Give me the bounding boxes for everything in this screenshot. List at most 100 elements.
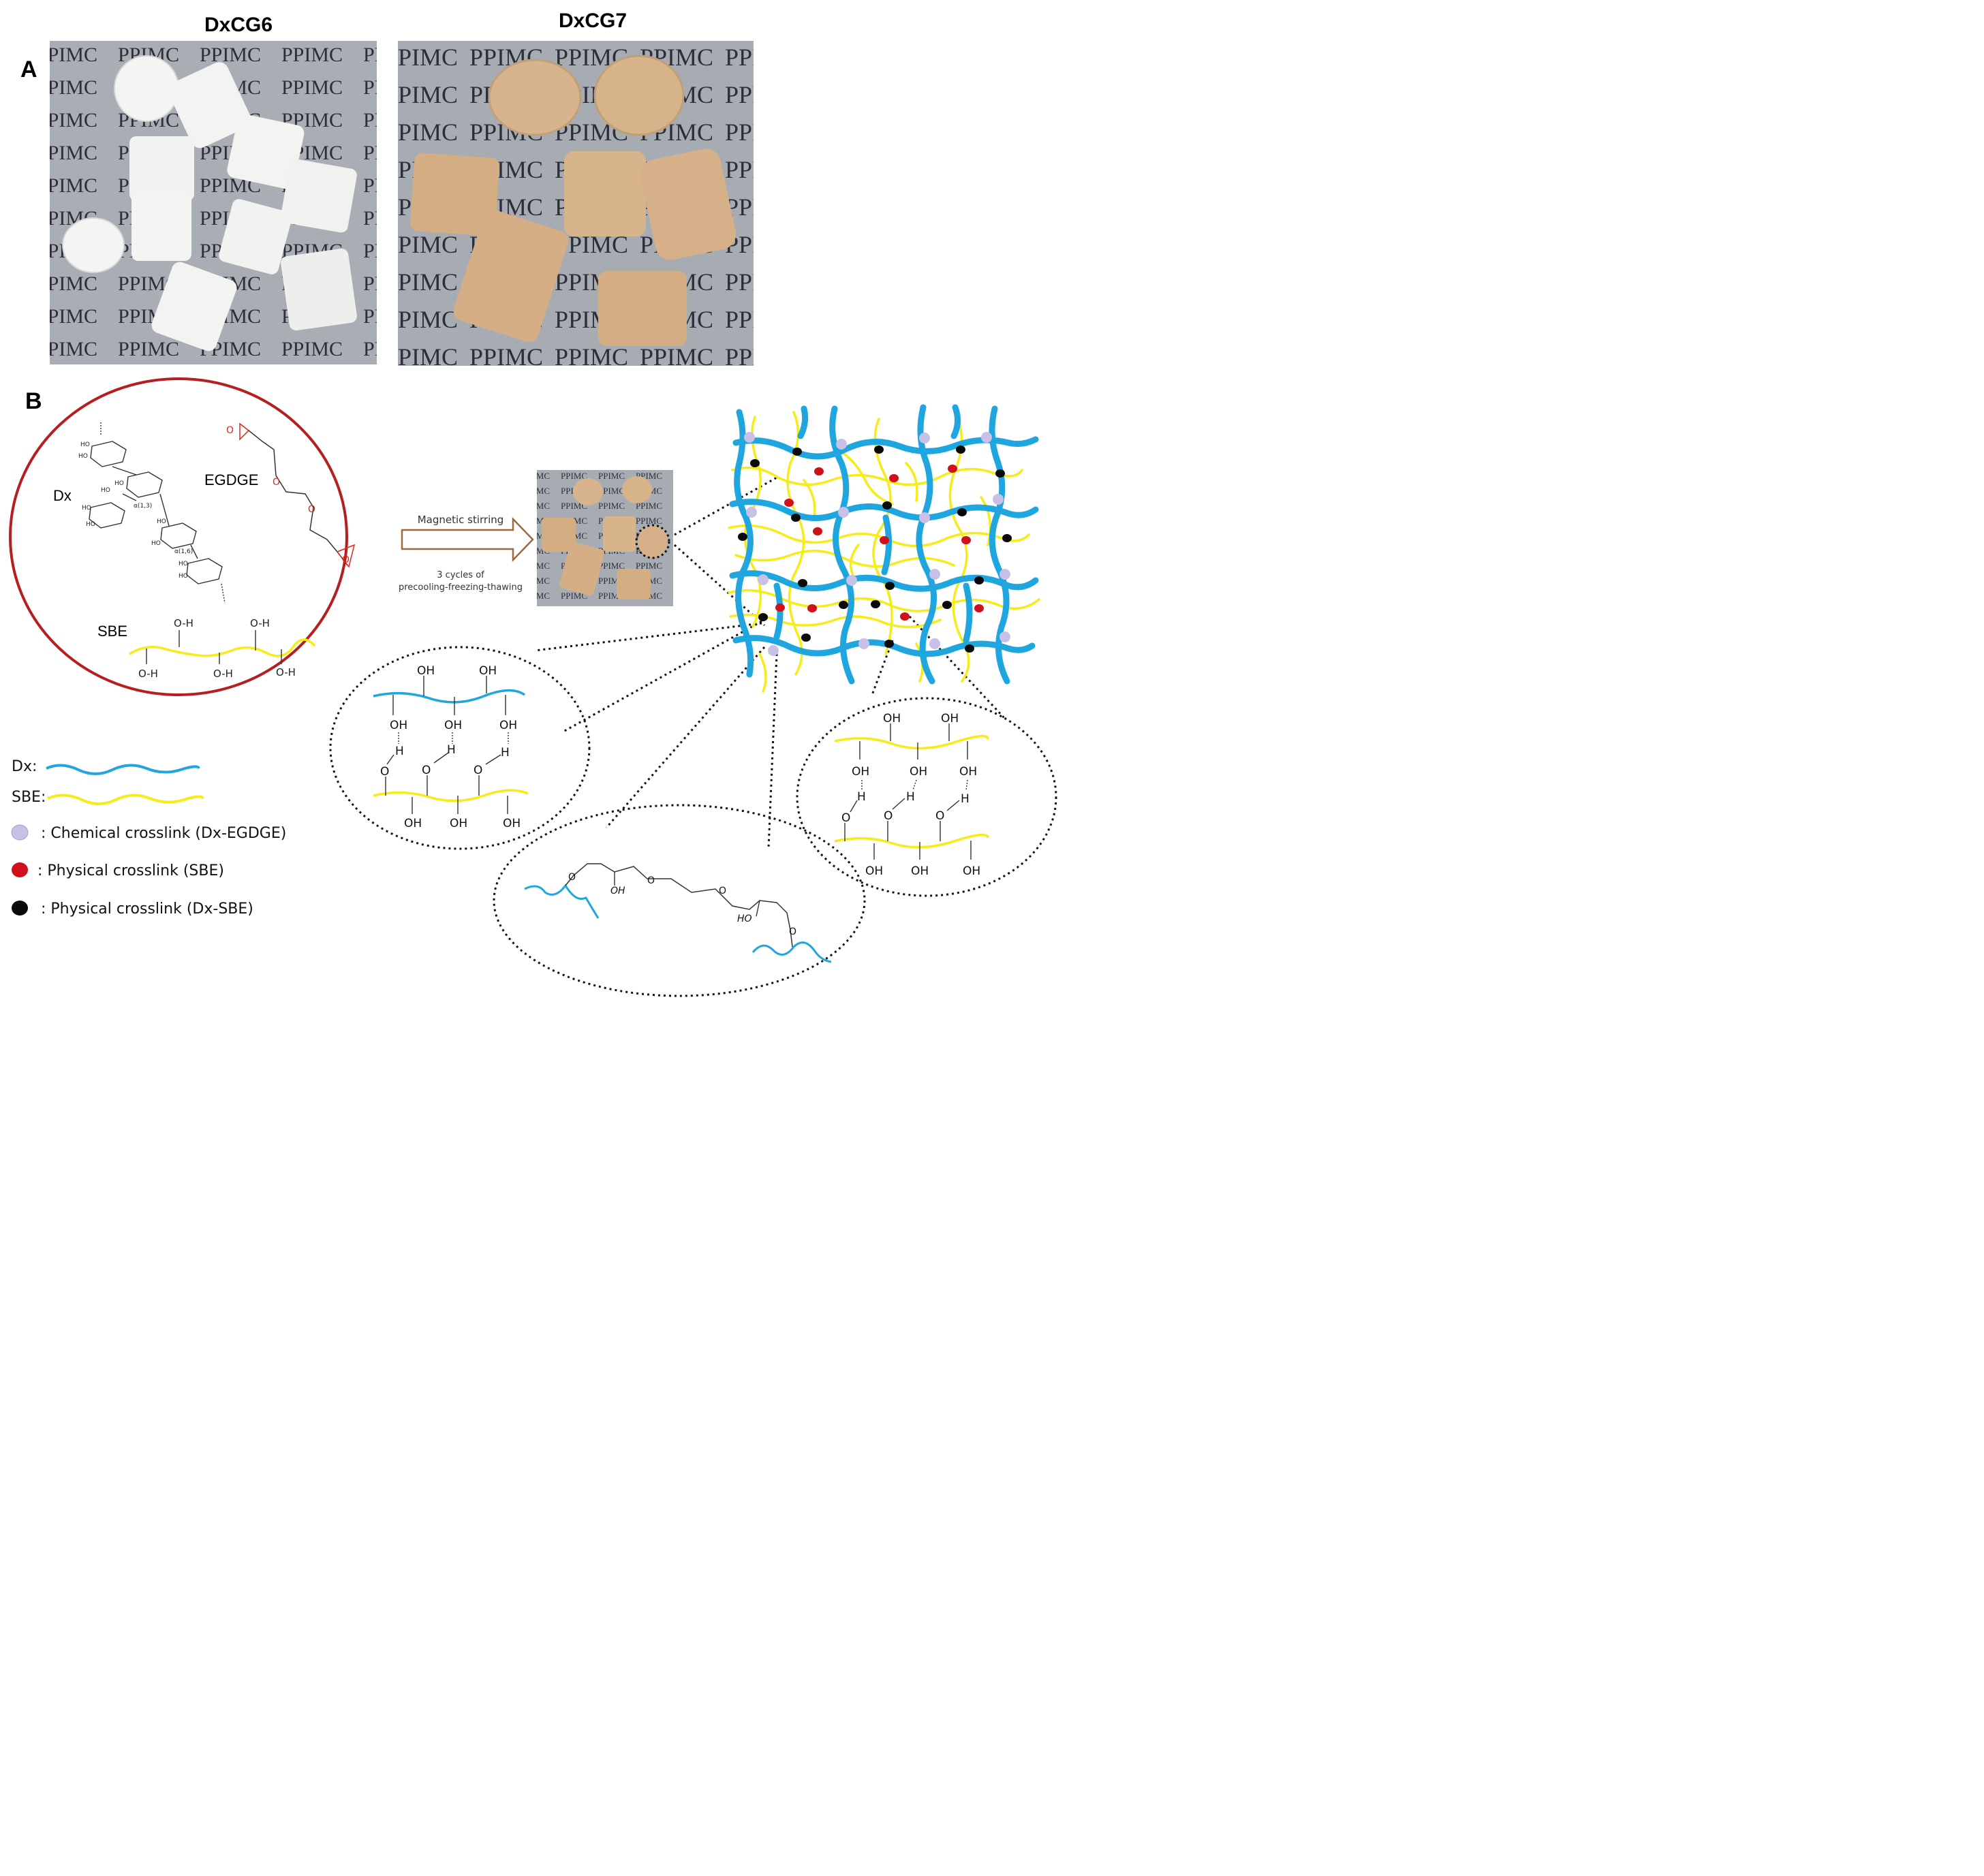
background-watermark-text: PPIMC [523, 501, 550, 511]
chemical-crosslink-node [999, 631, 1010, 642]
crosslink-nodes [738, 432, 1012, 656]
zoom-sbe-sbe: OH OH OH OH OH H H H O O O OH OH OH [796, 697, 1057, 897]
legend: Dx: SBE: : Chemical crosslink (Dx-EGDGE)… [11, 758, 286, 918]
background-watermark-text: PPIMC [523, 576, 550, 586]
physical-sbe-crosslink-node [807, 604, 817, 612]
background-watermark-text: PPIMC [363, 174, 424, 197]
svg-text:H: H [906, 790, 915, 804]
background-watermark-text: PPIMC [36, 142, 97, 164]
background-watermark-text: PPIMC [281, 44, 343, 66]
background-watermark-text: PPIMC [636, 606, 662, 616]
physical-sbe-crosslink-node [961, 536, 971, 544]
chemical-crosslink-node [929, 638, 940, 649]
background-watermark-text: PPIMC [523, 561, 550, 571]
background-watermark-text: PPIMC [36, 174, 97, 197]
svg-text:O-H: O-H [276, 666, 296, 678]
sbe-bonds [146, 630, 282, 664]
svg-text:O: O [422, 764, 431, 777]
photo-dxcg6: PPIMC PPIMC PPIMC PPIMC PPIMC PPIMC PPIMC PPIMC… [36, 41, 424, 364]
svg-text:HO: HO [157, 518, 166, 525]
background-watermark-text: PPIMC [636, 501, 662, 511]
egdge-o-atoms: O O O O [226, 425, 350, 565]
physical-dxsbe-crosslink-node [885, 582, 895, 590]
svg-text:HO: HO [78, 453, 88, 460]
chemical-crosslink-node [768, 645, 779, 656]
svg-text:OH: OH [390, 719, 407, 732]
chemical-crosslink-node [838, 507, 849, 518]
background-watermark-text: PPIMC [281, 76, 343, 99]
background-watermark-text: PPIMC [555, 343, 628, 371]
chemical-crosslink-node [858, 638, 869, 649]
svg-text:OH: OH [499, 719, 517, 732]
svg-text:O: O [342, 554, 350, 565]
background-watermark-text: PPIMC [725, 156, 799, 183]
svg-text:OH: OH [963, 864, 980, 878]
svg-text:OH: OH [910, 765, 927, 779]
physical-sbe-crosslink-node [948, 465, 957, 473]
hydrogel-network [728, 404, 1040, 693]
svg-text:OH: OH [941, 712, 959, 725]
zoom-dx-sbe: OH OH OH OH OH H H H O O O OH OH OH [329, 646, 591, 850]
dx-structure [89, 422, 226, 604]
svg-text:OH: OH [404, 817, 422, 830]
svg-text:O: O [884, 809, 893, 823]
background-watermark-text: PPIMC [523, 606, 550, 616]
svg-text:OH: OH [444, 719, 462, 732]
chemical-crosslink-node [929, 569, 940, 580]
physical-dxsbe-crosslink-node [882, 501, 892, 510]
background-watermark-text: PPIMC [36, 305, 97, 328]
background-watermark-text: PPIMC [363, 305, 424, 328]
svg-text:OH: OH [911, 864, 929, 878]
legend-dx-label: Dx: [12, 758, 37, 775]
physical-dxsbe-crosslink-node [871, 600, 880, 608]
physical-sbe-crosslink-node [813, 527, 822, 535]
background-watermark-text: PPIMC [384, 81, 458, 108]
background-watermark-text: PPIMC [640, 343, 713, 371]
svg-text:OH: OH [479, 664, 497, 678]
svg-text:O: O [273, 477, 280, 488]
process-label-bottom-1: 3 cycles of [437, 570, 484, 580]
background-watermark-text: PPIMC [561, 606, 587, 616]
svg-text:OH: OH [610, 886, 625, 896]
svg-text:HO: HO [114, 480, 124, 487]
svg-text:H: H [961, 792, 970, 806]
background-watermark-text: PPIMC [384, 119, 458, 146]
background-watermark-text: PPIMC [200, 44, 261, 66]
physical-dxsbe-crosslink-node [758, 613, 768, 621]
background-watermark-text: PPIMC [363, 109, 424, 131]
egdge-structure [239, 422, 356, 568]
background-watermark-text: PPIMC [725, 268, 799, 296]
svg-text:O-H: O-H [174, 617, 193, 629]
svg-text:OH: OH [852, 765, 869, 779]
svg-text:HO: HO [179, 561, 188, 567]
svg-text:O-H: O-H [138, 668, 158, 680]
background-watermark-text: PPIMC [363, 338, 424, 360]
background-watermark-text: PPIMC [384, 268, 458, 296]
dx-oh-labels: HO HO HO HO HO HO HO HO HO HO α(1,3) α(1… [78, 441, 193, 580]
process-arrow [401, 516, 534, 563]
svg-text:O-H: O-H [213, 668, 233, 680]
physical-sbe-crosslink-node [889, 474, 899, 482]
physical-sbe-crosslink-node [880, 536, 889, 544]
svg-text:H: H [447, 743, 456, 757]
background-watermark-text: PPIMC [36, 109, 97, 131]
physical-dxsbe-crosslink-node [792, 448, 802, 456]
physical-dxsbe-crosslink-node [974, 576, 984, 584]
background-watermark-text: PPIMC [598, 501, 625, 511]
svg-text:O-H: O-H [250, 617, 270, 629]
svg-text:HO: HO [80, 441, 90, 448]
physical-dxsbe-crosslink-node [839, 601, 848, 609]
panel-a-label: A [20, 57, 37, 82]
physical-sbe-crosslink-node [974, 604, 984, 612]
panel-b-label: B [25, 388, 42, 414]
svg-text:OH: OH [450, 817, 467, 830]
physical-dxsbe-crosslink-node [995, 469, 1005, 478]
svg-text:H: H [395, 745, 404, 758]
background-watermark-text: PPIMC [561, 471, 587, 481]
chemical-crosslink-node [744, 432, 755, 443]
svg-text:OH: OH [503, 817, 521, 830]
background-watermark-text: PPIMC [725, 119, 799, 146]
background-watermark-text: PPIMC [118, 338, 179, 360]
background-watermark-text: PPIMC [363, 272, 424, 295]
